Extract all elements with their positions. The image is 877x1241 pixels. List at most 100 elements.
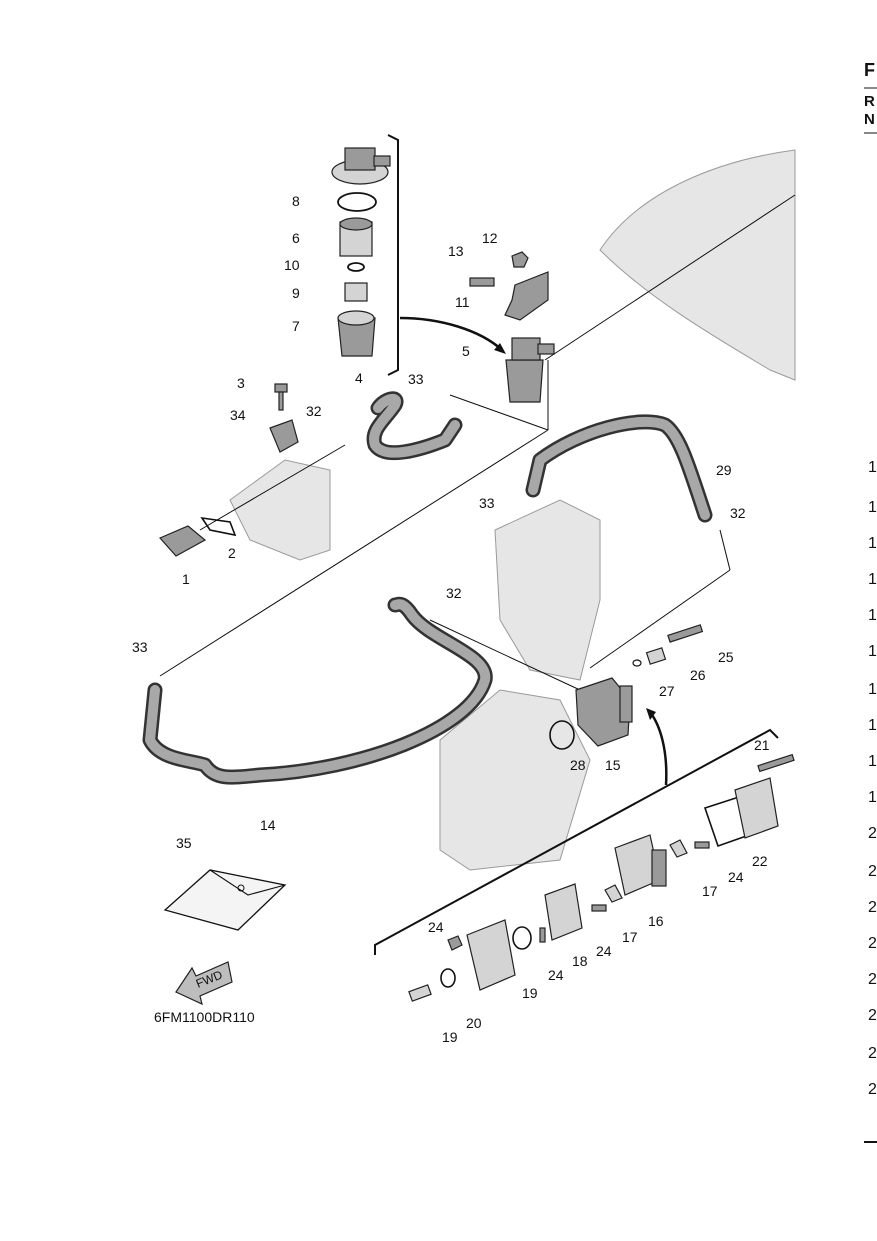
edge-header-r: R	[864, 93, 875, 110]
screw-24a	[591, 904, 607, 912]
fuel-filter-assy-5	[505, 337, 555, 403]
callout-24b: 24	[728, 869, 744, 885]
edge-row-16: 2	[868, 1007, 877, 1024]
callout-10: 10	[284, 257, 300, 273]
callout-34: 34	[230, 407, 246, 423]
callout-13: 13	[448, 243, 464, 259]
filter-arrow	[399, 316, 503, 351]
callout-5: 5	[462, 343, 470, 359]
o-ring-30	[549, 720, 575, 750]
callout-21: 20	[466, 1015, 482, 1031]
edge-row-3: 1	[868, 535, 877, 552]
callout-4: 4	[355, 370, 363, 386]
spring-19	[512, 926, 532, 950]
pump-arrow-head	[646, 708, 656, 720]
callout-26: 24	[548, 967, 564, 983]
callout-1: 1	[182, 571, 190, 587]
filter-element-6	[339, 217, 373, 257]
callout-labels: 8 6 10 9 7 12 13 11 5 3 4 33 34 32 29 33…	[132, 193, 770, 1045]
callout-32b: 32	[730, 505, 746, 521]
callout-28: 26	[690, 667, 706, 683]
edge-row-2: 1	[868, 499, 877, 516]
nut-25	[447, 935, 463, 951]
callout-30: 28	[570, 757, 586, 773]
bolt-27	[667, 624, 704, 643]
cover-plate	[734, 777, 779, 839]
callout-33c: 33	[132, 639, 148, 655]
callout-12: 12	[482, 230, 498, 246]
callout-22: 21	[754, 737, 770, 753]
callout-24a: 24	[596, 943, 612, 959]
bolt-13	[469, 277, 495, 287]
screw-22	[757, 753, 795, 773]
callout-23: 22	[752, 853, 768, 869]
edge-row-15: 2	[868, 971, 877, 988]
plunger-20	[408, 984, 432, 1002]
leader-lines	[159, 194, 796, 691]
edge-row-11: 2	[868, 825, 877, 842]
fuel-pump-15	[575, 677, 633, 747]
hose-4	[366, 391, 463, 461]
fwd-arrow-icon: FWD	[175, 961, 233, 1006]
callout-18: 18	[572, 953, 588, 969]
gasket-2	[200, 516, 237, 537]
bolt-3	[274, 383, 288, 411]
callout-3: 3	[237, 375, 245, 391]
callout-20: 19	[442, 1029, 458, 1045]
diaphragm-18	[544, 883, 583, 941]
callout-33a: 33	[408, 371, 424, 387]
bracket-34	[269, 419, 299, 453]
edge-row-1: 1	[868, 459, 877, 476]
fuel-filter-head	[331, 147, 391, 185]
engine-block-shading	[229, 149, 796, 871]
filter-cup-7	[337, 310, 376, 357]
spring-21	[440, 968, 456, 988]
pump-housing-16	[614, 834, 667, 896]
edge-row-7: 1	[868, 681, 877, 698]
edge-header-n: N	[864, 111, 875, 128]
connector-1	[158, 525, 207, 557]
o-ring-8	[337, 192, 377, 212]
owner-manual-35	[163, 869, 287, 931]
edge-row-5: 1	[868, 607, 877, 624]
collar-28	[645, 647, 667, 665]
valve-17a	[604, 884, 623, 903]
edge-header-f: F	[864, 60, 875, 80]
callout-14: 14	[260, 817, 276, 833]
drawing-code: 6FM1100DR110	[154, 1009, 255, 1025]
float-9	[344, 282, 368, 302]
washer-29	[632, 659, 642, 667]
callout-25: 24	[428, 919, 444, 935]
hose-31	[525, 414, 713, 523]
callout-27: 25	[718, 649, 734, 665]
callout-32a: 32	[306, 403, 322, 419]
callout-2: 2	[228, 545, 236, 561]
callout-8: 8	[292, 193, 300, 209]
edge-row-8: 1	[868, 717, 877, 734]
callout-9: 9	[292, 285, 300, 301]
valve-17b	[669, 839, 688, 858]
callout-16: 16	[648, 913, 664, 929]
callout-19: 19	[522, 985, 538, 1001]
clip-10	[347, 262, 365, 272]
page-edge-fragment: F R N 1 1 1 1 1 1 1 1 1 1 2 2 2 2 2 2 2 …	[864, 60, 877, 1143]
callout-32c: 32	[446, 585, 462, 601]
filter-arrow-head	[494, 343, 506, 354]
callout-31: 29	[716, 462, 732, 478]
edge-row-10: 1	[868, 789, 877, 806]
pump-arrow	[648, 711, 668, 786]
screw-24b	[694, 841, 710, 849]
edge-row-17: 2	[868, 1045, 877, 1062]
callout-17b: 17	[702, 883, 718, 899]
callout-35: 35	[176, 835, 192, 851]
bracket-11	[504, 271, 549, 321]
callout-29: 27	[659, 683, 675, 699]
callout-33b: 33	[479, 495, 495, 511]
edge-row-13: 2	[868, 899, 877, 916]
pump-detail-frame	[374, 728, 779, 955]
callout-17a: 17	[622, 929, 638, 945]
edge-row-18: 2	[868, 1081, 877, 1098]
callout-6: 6	[292, 230, 300, 246]
filter-group-bracket	[387, 134, 399, 376]
